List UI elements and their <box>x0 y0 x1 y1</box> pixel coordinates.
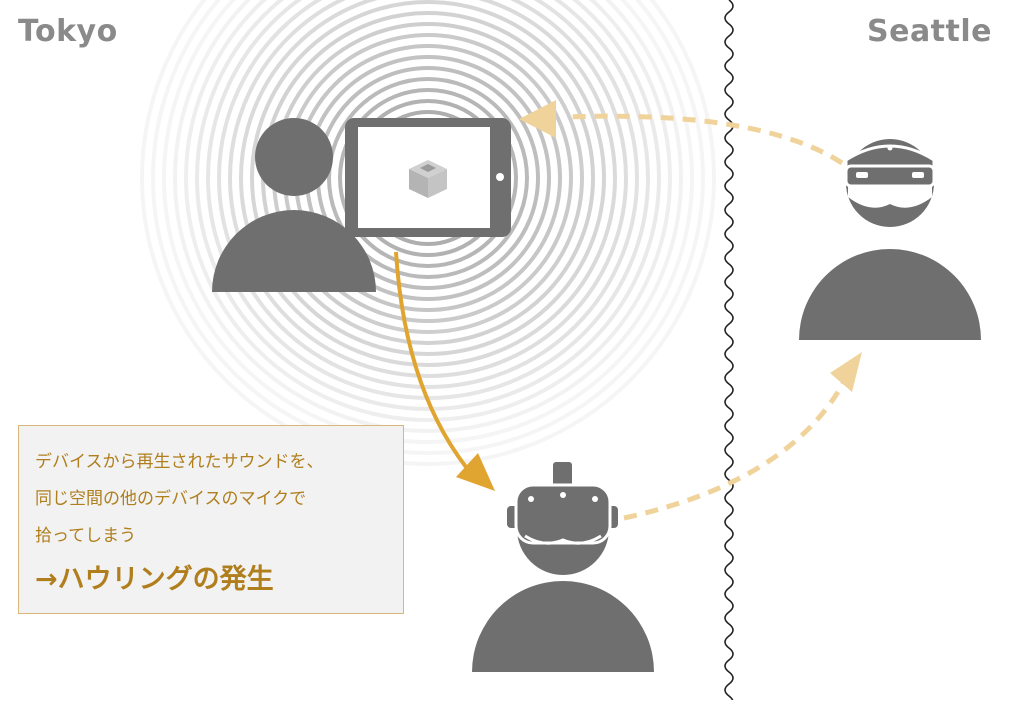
location-label-tokyo: Tokyo <box>18 14 118 49</box>
network-arrow-to-seattle <box>623 368 853 521</box>
tablet-icon <box>345 118 511 237</box>
network-arrowhead-tokyo <box>519 100 556 138</box>
person-icon <box>212 118 376 292</box>
location-separator <box>724 0 734 704</box>
box-icon <box>409 160 447 198</box>
callout-line: デバイスから再生されたサウンドを、 <box>35 452 324 472</box>
location-label-seattle: Seattle <box>866 14 992 49</box>
hololens-icon <box>844 144 936 208</box>
callout-line: 同じ空間の他のデバイスのマイクで <box>35 489 307 509</box>
audio-feedback-arrowhead <box>456 453 495 491</box>
explanation-callout: デバイスから再生されたサウンドを、 同じ空間の他のデバイスのマイクで 拾ってしま… <box>18 425 404 614</box>
network-arrowhead-seattle <box>830 352 862 392</box>
audio-feedback-arrow <box>394 251 476 479</box>
callout-line: 拾ってしまう <box>35 526 137 546</box>
vr-headset-icon <box>507 462 618 545</box>
callout-headline: →ハウリングの発生 <box>35 564 274 595</box>
network-arrow-to-tokyo <box>565 113 844 166</box>
